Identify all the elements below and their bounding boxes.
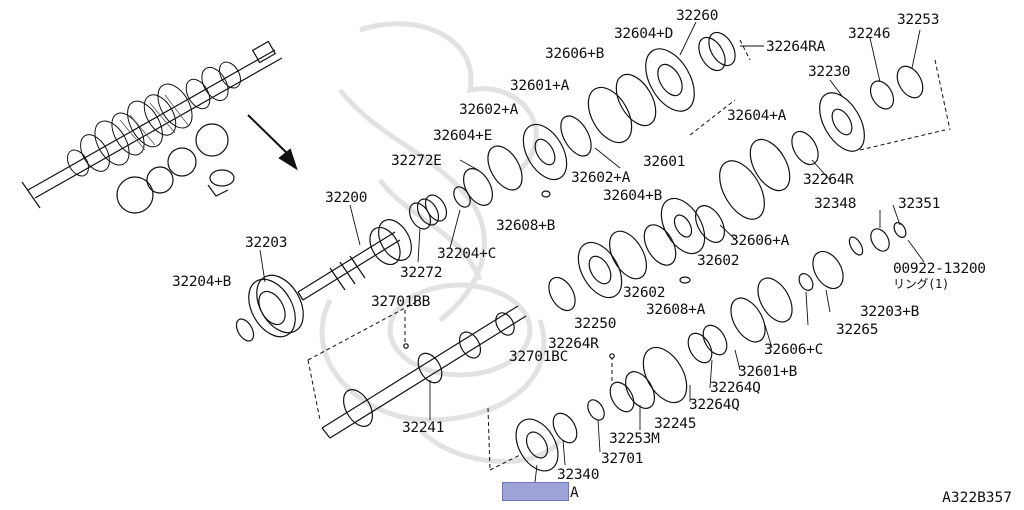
- part-label[interactable]: 32606+B: [545, 46, 605, 62]
- part-label[interactable]: 32204+C: [437, 246, 497, 262]
- part-label[interactable]: 32701: [601, 451, 644, 467]
- part-label[interactable]: 32264R: [548, 336, 599, 352]
- part-label[interactable]: 32260: [676, 8, 719, 24]
- gear-set-upper: [462, 31, 924, 472]
- part-label[interactable]: 32246: [848, 26, 891, 42]
- part-label[interactable]: 32264Q: [689, 397, 740, 413]
- part-label[interactable]: 32606+C: [764, 342, 824, 358]
- bearing-32203: [248, 274, 304, 338]
- part-label[interactable]: 32230: [808, 64, 851, 80]
- part-label[interactable]: 32602+A: [571, 170, 631, 186]
- marker-32701bb: [403, 343, 409, 349]
- marker-32701bc: [609, 353, 615, 359]
- part-label[interactable]: 32606+A: [730, 233, 790, 249]
- part-label[interactable]: A: [570, 485, 579, 501]
- part-label[interactable]: 32604+D: [614, 26, 674, 42]
- diagram-reference: A322B357: [942, 490, 1012, 506]
- dashed-guides: [307, 39, 951, 471]
- part-label[interactable]: 32264RA: [766, 39, 826, 55]
- part-label[interactable]: 32701BB: [371, 294, 431, 310]
- part-label[interactable]: 32253M: [609, 431, 660, 447]
- part-label[interactable]: 32602+A: [459, 102, 519, 118]
- part-label[interactable]: 32602: [623, 285, 666, 301]
- part-label[interactable]: 32245: [654, 416, 697, 432]
- snap-ring-32204-b: [235, 318, 255, 342]
- part-label[interactable]: 32601: [643, 154, 686, 170]
- part-label[interactable]: 32265: [836, 322, 879, 338]
- part-label[interactable]: 32340: [557, 467, 600, 483]
- part-label[interactable]: 32604+E: [433, 128, 493, 144]
- part-label[interactable]: 32604+A: [727, 108, 787, 124]
- part-label[interactable]: 32608+A: [646, 302, 706, 318]
- part-label[interactable]: 32272E: [391, 153, 442, 169]
- part-label[interactable]: 32348: [814, 196, 857, 212]
- part-label[interactable]: 32203: [245, 235, 288, 251]
- part-label[interactable]: 32264R: [803, 172, 854, 188]
- part-label[interactable]: 32601+A: [510, 78, 570, 94]
- part-label[interactable]: 32351: [898, 196, 941, 212]
- part-label[interactable]: 32203+B: [860, 304, 920, 320]
- part-label[interactable]: 00922-13200: [893, 261, 986, 277]
- part-label[interactable]: 32601+B: [738, 364, 798, 380]
- part-label[interactable]: 32272: [400, 265, 443, 281]
- part-label[interactable]: 32250: [574, 316, 617, 332]
- part-label[interactable]: 32204+B: [172, 274, 232, 290]
- part-label[interactable]: リング(1): [893, 277, 949, 291]
- part-label[interactable]: 32701BC: [509, 349, 569, 365]
- shaft-assembly-overview: [21, 40, 283, 214]
- part-label[interactable]: 32241: [402, 420, 445, 436]
- needle-bearing-32272: [408, 194, 448, 230]
- part-label[interactable]: 32264Q: [710, 380, 761, 396]
- direction-arrow: [247, 114, 298, 171]
- part-label[interactable]: 32604+B: [603, 188, 663, 204]
- main-shaft: [321, 305, 527, 439]
- input-shaft: [297, 219, 412, 301]
- part-label[interactable]: 32253: [897, 12, 940, 28]
- part-label[interactable]: 32608+B: [496, 218, 556, 234]
- part-label[interactable]: 32602: [697, 253, 740, 269]
- leader-lines: [259, 21, 925, 483]
- highlight-box[interactable]: [502, 482, 569, 501]
- part-label[interactable]: 32200: [325, 190, 368, 206]
